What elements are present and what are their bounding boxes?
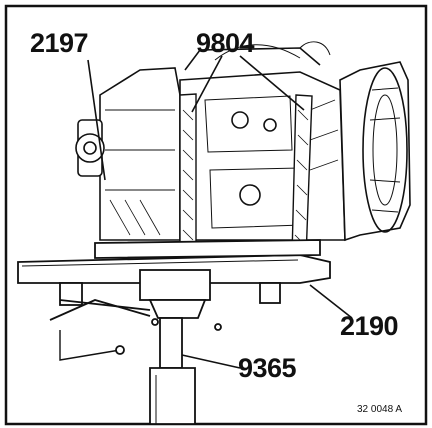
transmission [75,41,411,242]
callout-9365: 9365 [238,353,297,383]
leader-2197 [87,59,106,181]
leader-9365 [181,354,241,369]
callout-2190: 2190 [340,311,399,341]
figure-border [4,4,428,426]
fixture-plate [17,239,331,306]
leader-lines [87,55,353,369]
callout-2197: 2197 [30,28,89,58]
callout-9804: 9804 [196,28,255,58]
leader-2190 [309,284,353,319]
leader-9804-left [191,55,223,113]
leader-9804-right [239,55,305,111]
repair-stand [49,299,222,425]
figure-reference: 32 0048 A [357,404,403,415]
